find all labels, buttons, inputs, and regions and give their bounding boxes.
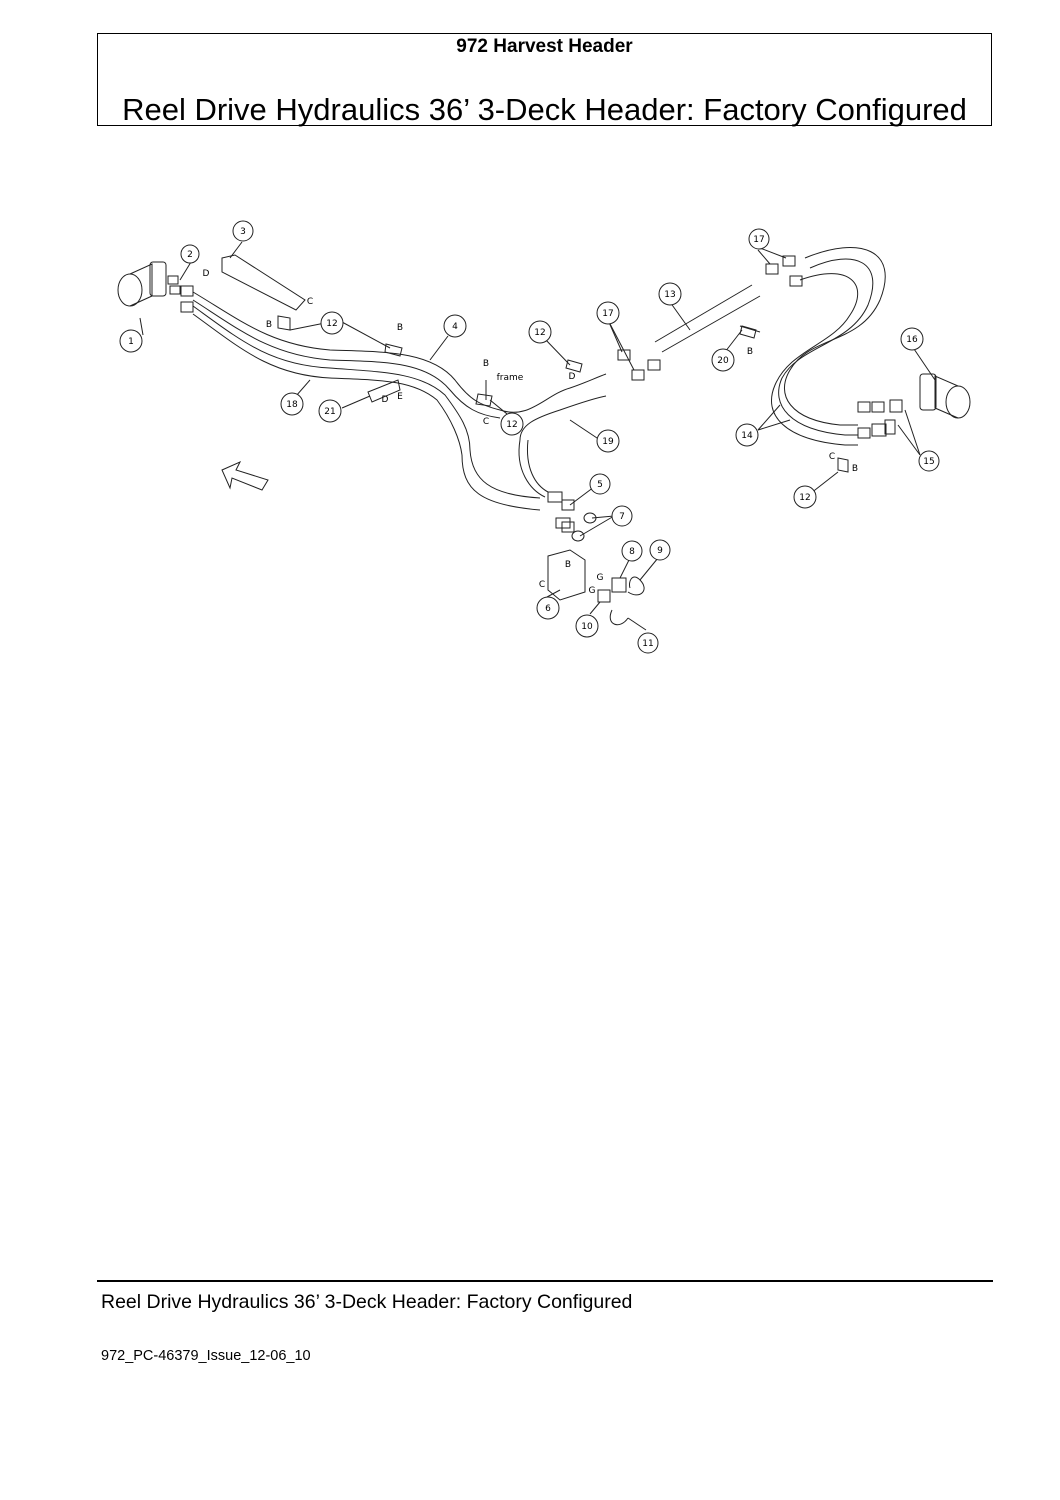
callout-12: 12 xyxy=(326,319,337,329)
fittings-15 xyxy=(857,399,903,439)
hose-18 xyxy=(192,291,501,456)
page-title: Reel Drive Hydraulics 36’ 3-Deck Header:… xyxy=(122,92,967,127)
callout-12: 12 xyxy=(799,493,810,503)
callout-8: 8 xyxy=(629,547,635,557)
frame-label: frame xyxy=(497,373,524,383)
callout-6: 6 xyxy=(545,604,551,614)
callout-11: 11 xyxy=(642,639,653,649)
bracket-3 xyxy=(221,254,306,311)
direction-arrow-icon xyxy=(221,460,269,491)
ref-letter-c: C xyxy=(539,580,545,590)
ref-letter-c: C xyxy=(829,452,835,462)
callout-19: 19 xyxy=(602,437,614,447)
product-name: 972 Harvest Header xyxy=(456,36,633,57)
bracket-21 xyxy=(367,379,401,403)
footer-title: Reel Drive Hydraulics 36’ 3-Deck Header:… xyxy=(101,1291,633,1313)
callout-10: 10 xyxy=(581,622,593,632)
footer-document-id: 972_PC-46379_Issue_12-06_10 xyxy=(101,1348,311,1364)
callout-17: 17 xyxy=(753,235,764,245)
ref-letter-b: B xyxy=(852,464,858,474)
callout-1: 1 xyxy=(128,337,134,347)
hose-14 xyxy=(771,246,886,446)
reel-motor-right xyxy=(919,373,971,419)
bracket-20 xyxy=(739,325,761,333)
callout-7: 7 xyxy=(619,512,625,522)
hose-19 xyxy=(499,373,607,498)
hose-13 xyxy=(654,284,761,353)
callout-5: 5 xyxy=(597,480,603,490)
ref-letter-b: B xyxy=(747,347,753,357)
ref-letter-b: B xyxy=(483,359,489,369)
ref-letter-d: D xyxy=(382,395,389,405)
frame-clamp xyxy=(475,393,493,407)
callout-13: 13 xyxy=(664,290,675,300)
reel-drive-hydraulics-diagram: 1 2 3 4 5 6 7 8 9 10 11 12 13 14 15 16 1… xyxy=(117,220,971,654)
ref-letter-b: B xyxy=(565,560,571,570)
callout-18: 18 xyxy=(286,400,298,410)
header-box: 972 Harvest Header Reel Drive Hydraulics… xyxy=(97,33,992,127)
reel-motor-left xyxy=(117,261,167,307)
callout-14: 14 xyxy=(741,431,753,441)
ref-letter-g: G xyxy=(589,586,596,596)
ref-letter-b: B xyxy=(397,323,403,333)
callout-16: 16 xyxy=(906,335,918,345)
callout-20: 20 xyxy=(717,356,729,366)
callout-2: 2 xyxy=(187,250,193,260)
callout-15: 15 xyxy=(923,457,934,467)
callout-17: 17 xyxy=(602,309,613,319)
callout-21: 21 xyxy=(324,407,335,417)
ref-letter-c: C xyxy=(307,297,313,307)
ref-letter-e: E xyxy=(397,392,403,402)
ref-letter-c: C xyxy=(483,417,489,427)
ref-letter-g: G xyxy=(597,573,604,583)
ref-letter-b: B xyxy=(266,320,272,330)
ref-letter-d: D xyxy=(569,372,576,382)
callout-3: 3 xyxy=(240,227,246,237)
callout-12: 12 xyxy=(506,420,517,430)
clamp-clips xyxy=(277,315,849,473)
fittings-2 xyxy=(167,275,194,313)
callout-9: 9 xyxy=(657,546,663,556)
hose-4 xyxy=(461,449,541,511)
ref-letter-d: D xyxy=(203,269,210,279)
callout-4: 4 xyxy=(452,322,458,332)
leader-lines xyxy=(139,241,936,631)
footer-rule xyxy=(97,1280,993,1282)
fittings-17 xyxy=(617,255,803,381)
callout-12: 12 xyxy=(534,328,545,338)
